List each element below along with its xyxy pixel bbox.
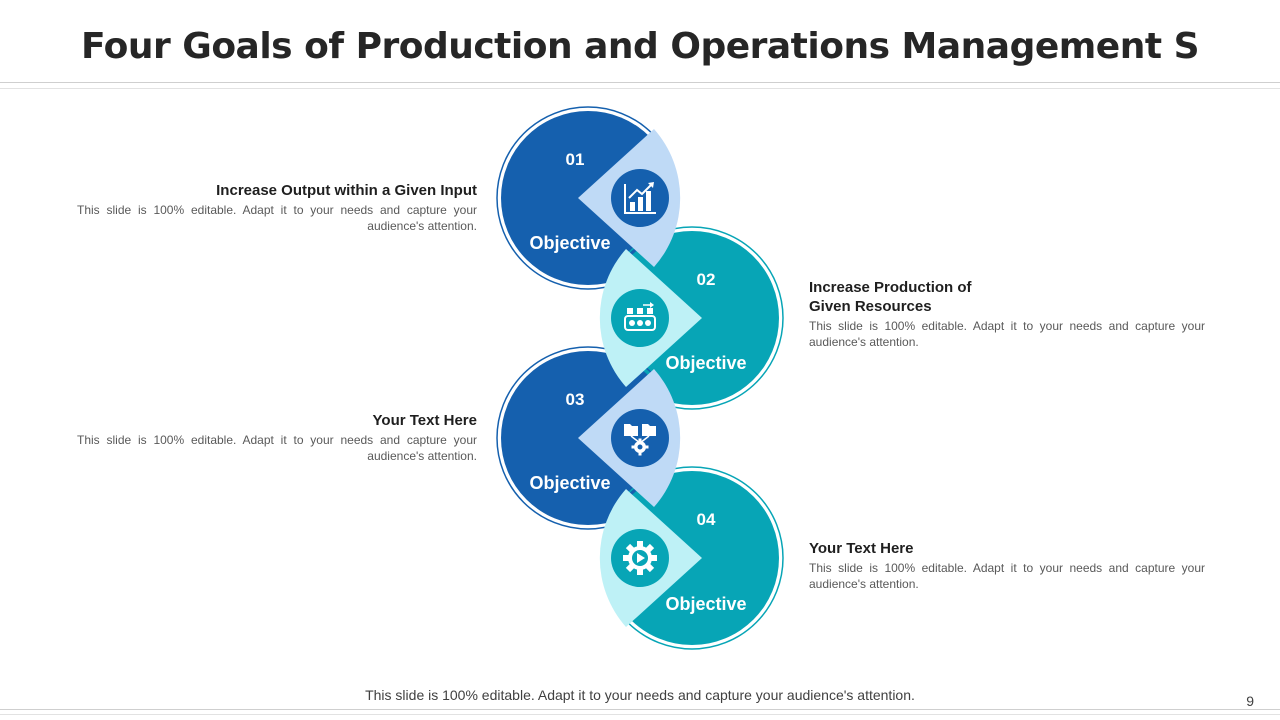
goal-3-number: 03 <box>566 390 585 409</box>
growth-chart-icon <box>624 182 656 214</box>
production-line-icon <box>624 302 656 331</box>
goal-2-description: This slide is 100% editable. Adapt it to… <box>809 319 1205 349</box>
goal-1-description: This slide is 100% editable. Adapt it to… <box>77 203 477 233</box>
goal-2-number: 02 <box>697 270 716 289</box>
goal-4-label: Objective <box>665 594 746 614</box>
goal-2-icon-disc <box>611 289 669 347</box>
goal-4-description: This slide is 100% editable. Adapt it to… <box>809 561 1205 591</box>
goal-1-label: Objective <box>529 233 610 253</box>
goal-4-text-block: Your Text Here This slide is 100% editab… <box>809 539 1205 592</box>
goal-1-heading: Increase Output within a Given Input <box>216 182 477 199</box>
slide-title: Four Goals of Production and Operations … <box>80 26 1200 67</box>
page-number: 9 <box>1246 693 1254 709</box>
footer-note: This slide is 100% editable. Adapt it to… <box>365 687 915 703</box>
gear-play-icon <box>623 541 657 575</box>
goal-3-description: This slide is 100% editable. Adapt it to… <box>77 433 477 463</box>
goal-2-heading: Increase Production of Given Resources <box>809 279 972 315</box>
title-divider <box>0 82 1280 83</box>
goal-4-heading: Your Text Here <box>809 540 914 557</box>
footer-divider <box>0 709 1280 710</box>
goal-3-text-block: Your Text Here This slide is 100% editab… <box>77 411 477 464</box>
goal-4-number: 04 <box>697 510 716 529</box>
goal-3-label: Objective <box>529 473 610 493</box>
title-divider-secondary <box>0 88 1280 89</box>
folder-gear-icon <box>624 424 656 456</box>
goal-1-number: 01 <box>566 150 585 169</box>
goal-2-text-block: Increase Production of Given Resources T… <box>809 278 1205 350</box>
goal-1-text-block: Increase Output within a Given Input Thi… <box>77 181 477 234</box>
goal-3-heading: Your Text Here <box>372 412 477 429</box>
goal-3-icon-disc <box>611 409 669 467</box>
footer-divider-secondary <box>0 714 1280 715</box>
goal-2-label: Objective <box>665 353 746 373</box>
